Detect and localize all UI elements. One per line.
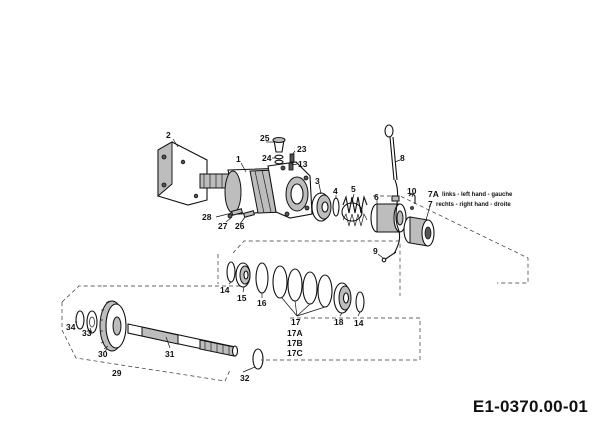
part-16-ring: [255, 262, 269, 294]
part-14-left-ring: [226, 261, 236, 283]
callout-29: 29: [112, 368, 122, 378]
part-7-collar: [403, 216, 435, 247]
part-17-disc-set: [272, 265, 333, 308]
callout-28: 28: [202, 212, 212, 222]
parts-23-25-vent: [272, 137, 295, 171]
callout-24: 24: [262, 153, 272, 163]
callout-5: 5: [351, 184, 356, 194]
callout-7: 7: [428, 199, 433, 209]
part-10-pin: [408, 193, 416, 210]
parts-26-28-screws: [227, 208, 255, 219]
callout-23: 23: [297, 144, 307, 154]
group-outlines: [61, 195, 529, 382]
callout-4: 4: [333, 186, 338, 196]
callout-30: 30: [98, 349, 108, 359]
callout-17: 17: [291, 317, 301, 327]
callout-27: 27: [218, 221, 228, 231]
part-14-right-ring: [355, 291, 365, 313]
drawing-code: E1-0370.00-01: [472, 397, 588, 416]
callout-32: 32: [240, 373, 250, 383]
part-31-shaft: [127, 323, 239, 357]
callout-17a: 17A: [287, 328, 303, 338]
part-1-housing: [199, 161, 313, 219]
part-2-mounting-plate: [157, 141, 208, 206]
callout-17b: 17B: [287, 338, 303, 348]
part-6-coupling: [370, 203, 407, 233]
callout-10: 10: [407, 186, 417, 196]
callout-34: 34: [66, 322, 76, 332]
part-34-ring: [75, 310, 85, 330]
note-7-right-hand: rechts - right hand - droite: [436, 202, 511, 208]
callout-13: 13: [298, 159, 308, 169]
callout-15: 15: [237, 293, 247, 303]
callout-18: 18: [334, 317, 344, 327]
callout-25: 25: [260, 133, 270, 143]
callout-26: 26: [235, 221, 245, 231]
callout-9: 9: [373, 246, 378, 256]
part-8-lever: [384, 124, 401, 255]
part-15-bearing: [235, 262, 251, 288]
callout-31: 31: [165, 349, 175, 359]
part-18-gear: [333, 282, 352, 314]
part-32-ring: [252, 348, 264, 370]
part-3-bearing: [311, 192, 332, 222]
callout-labels: 1 2 3 4 5 6 8 9 10 13 23 24 25 26 27 28 …: [66, 130, 513, 383]
part-30-gear: [99, 300, 127, 352]
note-7a-left-hand: links - left hand - gauche: [442, 192, 513, 198]
callout-7a: 7A: [428, 189, 439, 199]
callout-6: 6: [374, 192, 379, 202]
callout-8: 8: [400, 153, 405, 163]
part-4-ring: [332, 197, 340, 217]
callout-14-left: 14: [220, 285, 230, 295]
callout-33: 33: [82, 328, 92, 338]
leader-lines: [75, 138, 431, 373]
callout-17c: 17C: [287, 348, 303, 358]
part-5-spring: [341, 194, 368, 227]
part-9-pin: [381, 251, 397, 263]
callout-2: 2: [166, 130, 171, 140]
callout-14-right: 14: [354, 318, 364, 328]
callout-1: 1: [236, 154, 241, 164]
callout-3: 3: [315, 176, 320, 186]
callout-16: 16: [257, 298, 267, 308]
